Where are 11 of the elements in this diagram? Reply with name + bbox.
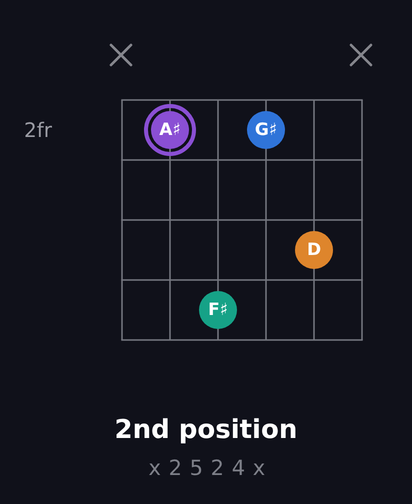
note-name: A♯ bbox=[159, 122, 181, 138]
note-name: D bbox=[306, 242, 322, 258]
fingering-text: x 2 5 2 4 x bbox=[148, 458, 266, 478]
note-dot bbox=[199, 291, 237, 329]
position-title: 2nd position bbox=[114, 417, 298, 443]
note-name: G♯ bbox=[254, 122, 278, 138]
note-name: F♯ bbox=[208, 302, 228, 318]
root-note-dot bbox=[144, 104, 196, 156]
note-dot bbox=[295, 231, 333, 269]
fret-number-label: 2fr bbox=[24, 120, 52, 140]
note-dot bbox=[247, 111, 285, 149]
